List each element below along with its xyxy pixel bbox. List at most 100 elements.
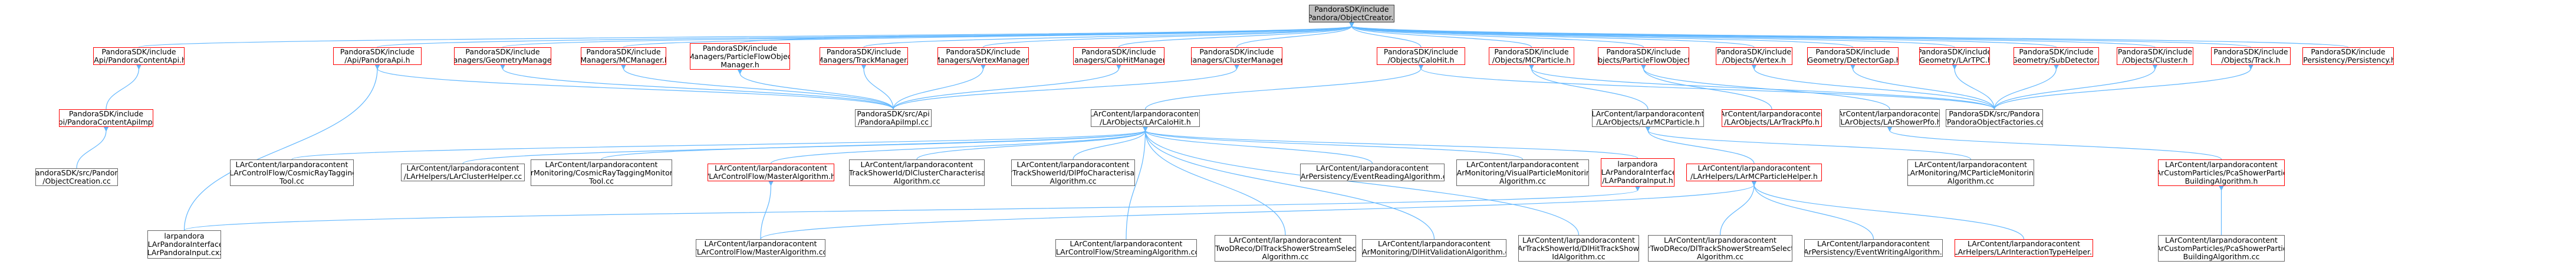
dependency-edge [1352, 26, 1422, 48]
file-node-pa[interactable]: PandoraSDK/include /Api/PandoraApi.h [333, 47, 422, 65]
file-node-label: LArContent/larpandoracontent /LArControl… [1055, 239, 1197, 256]
dependency-edge [1146, 131, 1524, 160]
file-node-ltpfo[interactable]: LArContent/larpandoracontent /LArObjects… [1722, 109, 1822, 127]
file-node-cl[interactable]: PandoraSDK/include /Objects/Cluster.h [2117, 47, 2193, 65]
file-node-cppsh[interactable]: LArContent/larpandoracontent /LArCustomP… [2158, 159, 2285, 186]
file-node-pfm[interactable]: PandoraSDK/include /Managers/ParticleFlo… [690, 43, 790, 70]
file-node-cm[interactable]: PandoraSDK/include /Managers/ClusterMana… [1191, 47, 1282, 65]
file-node-label: PandoraSDK/include /Managers/GeometryMan… [455, 47, 551, 64]
file-node-tsdts[interactable]: LArContent/larpandoracontent /LArTrackSh… [1518, 235, 1639, 262]
file-node-lch[interactable]: LArContent/larpandoracontent /LArObjects… [1091, 109, 1200, 127]
file-node-label: PandoraSDK/include /Api/PandoraContentAp… [60, 109, 153, 126]
file-node-label: PandoraSDK/src/Pandora /PandoraObjectFac… [1946, 109, 2043, 126]
file-node-per[interactable]: PandoraSDK/include /Persistency/Persiste… [2302, 47, 2394, 65]
file-node-pfo[interactable]: PandoraSDK/include /Objects/ParticleFlow… [1598, 47, 1689, 65]
file-node-label: PandoraSDK/include /Objects/Track.h [2213, 47, 2288, 64]
dependency-edges [76, 26, 2349, 240]
file-node-mvpm[interactable]: LArContent/larpandoracontent /LArMonitor… [1456, 159, 1589, 186]
dependency-edge [916, 131, 1146, 160]
file-node-occ[interactable]: PandoraSDK/src/Pandora /ObjectCreation.c… [35, 168, 118, 186]
file-node-label: LArContent/larpandoracontent /LArObjects… [1592, 109, 1704, 126]
file-node-lpicxx[interactable]: larpandora /LArPandoraInterface /LArPand… [147, 230, 221, 259]
file-node-lclh[interactable]: LArContent/larpandoracontent /LArHelpers… [401, 164, 525, 181]
file-node-label: PandoraSDK/include /Objects/Vertex.h [1716, 47, 1792, 64]
dependency-edge [1853, 68, 1995, 110]
dependency-edge [1118, 26, 1352, 48]
dependency-edge [1146, 131, 1435, 240]
file-node-cfcrt[interactable]: LArContent/larpandoracontent /LArControl… [230, 159, 354, 186]
file-node-root[interactable]: PandoraSDK/include /Pandora/ObjectCreato… [1309, 5, 1394, 22]
file-node-tpc[interactable]: PandoraSDK/include /Geometry/LArTPC.h [1919, 47, 1990, 65]
file-node-label: LArContent/larpandoracontent /LArHelpers… [1955, 239, 2093, 256]
file-node-lmcph[interactable]: LArContent/larpandoracontent /LArHelpers… [1686, 164, 1822, 181]
dependency-edge [138, 26, 1352, 48]
file-node-label: LArContent/larpandoracontent /LArMonitor… [1907, 159, 2034, 185]
dependency-edge [623, 26, 1352, 48]
file-node-lmcp[interactable]: LArContent/larpandoracontent /LArObjects… [1592, 109, 1704, 127]
file-node-ltdss[interactable]: LArContent/larpandoracontent /LArTwoDRec… [1215, 235, 1356, 262]
dependency-edge [1532, 68, 1649, 110]
file-node-label: LArContent/larpandoracontent /LArMonitor… [1362, 239, 1506, 256]
file-node-perra[interactable]: LArContent/larpandoracontent /LArPersist… [1300, 164, 1445, 181]
file-node-ltdss2[interactable]: LArContent/larpandoracontent /LArTwoDRec… [1648, 235, 1792, 262]
file-node-label: LArContent/larpandoracontent /LArTwoDRec… [1215, 235, 1356, 261]
file-node-lith[interactable]: LArContent/larpandoracontent /LArHelpers… [1955, 239, 2093, 257]
dependency-edge [893, 68, 1237, 110]
file-node-pofc[interactable]: PandoraSDK/src/Pandora /PandoraObjectFac… [1946, 109, 2043, 127]
file-node-label: LArContent/larpandoracontent /LArCustomP… [2159, 235, 2284, 261]
file-node-label: LArContent/larpandoracontent /LArMonitor… [1456, 159, 1589, 185]
file-node-cfsa[interactable]: LArContent/larpandoracontent /LArControl… [1055, 239, 1197, 257]
dependency-edge [1754, 68, 1995, 110]
file-node-ch[interactable]: PandoraSDK/include /Objects/CaloHit.h [1377, 47, 1465, 65]
dependency-edge [1146, 131, 1373, 164]
file-node-vm[interactable]: PandoraSDK/include /Managers/VertexManag… [937, 47, 1029, 65]
dependency-edge [863, 26, 1352, 48]
dependency-edge [1146, 131, 1580, 236]
dependency-edge [1236, 26, 1352, 48]
file-node-tm[interactable]: PandoraSDK/include /Managers/TrackManage… [820, 47, 908, 65]
file-node-lpih[interactable]: larpandora /LArPandoraInterface /LArPand… [1601, 158, 1674, 187]
dependency-edge [1352, 26, 1532, 48]
file-node-pchi[interactable]: PandoraSDK/include /Api/PandoraContentAp… [59, 109, 153, 127]
file-node-mmcpm[interactable]: LArContent/larpandoracontent /LArMonitor… [1907, 159, 2034, 186]
file-node-mcp[interactable]: PandoraSDK/include /Objects/MCParticle.h [1489, 47, 1574, 65]
dependency-edge [1993, 68, 2251, 110]
dependency-edge [291, 131, 1146, 160]
dependency-edge [893, 68, 1119, 110]
file-node-cfmacc[interactable]: LArContent/larpandoracontent /LArControl… [696, 239, 825, 257]
file-node-label: LArContent/larpandoracontent /LArControl… [696, 239, 825, 256]
dependency-edge [1352, 26, 1755, 48]
file-node-gdg[interactable]: PandoraSDK/include /Geometry/DetectorGap… [1807, 47, 1899, 65]
file-node-pch[interactable]: PandoraSDK/include /Api/PandoraContentAp… [93, 47, 185, 65]
file-node-lspfo[interactable]: LArContent/larpandoracontent /LArObjects… [1840, 109, 1940, 127]
file-node-pewa[interactable]: LArContent/larpandoracontent /LArPersist… [1804, 239, 1943, 257]
file-node-label: LArContent/larpandoracontent /LArMonitor… [531, 159, 672, 185]
dependency-edge [503, 68, 894, 110]
file-node-tr[interactable]: PandoraSDK/include /Objects/Track.h [2211, 47, 2291, 65]
file-node-label: LArContent/larpandoracontent /LArControl… [230, 159, 354, 185]
file-node-label: larpandora /LArPandoraInterface /LArPand… [147, 231, 221, 257]
file-node-gm[interactable]: PandoraSDK/include /Managers/GeometryMan… [454, 47, 551, 65]
file-node-label: PandoraSDK/include /Api/PandoraApi.h [340, 47, 415, 64]
file-node-sub[interactable]: PandoraSDK/include /Geometry/SubDetector… [2014, 47, 2099, 65]
file-node-vx[interactable]: PandoraSDK/include /Objects/Vertex.h [1716, 47, 1792, 65]
dependency-edge [1146, 131, 1639, 159]
file-node-cppsc[interactable]: LArContent/larpandoracontent /LArCustomP… [2158, 235, 2285, 262]
dependency-edge [864, 68, 894, 110]
file-node-mcrtm[interactable]: LArContent/larpandoracontent /LArMonitor… [531, 159, 672, 186]
dependency-edge [76, 131, 106, 169]
file-node-label: LArContent/larpandoracontent /LArPersist… [1300, 164, 1445, 181]
file-node-tsdcc[interactable]: LArContent/larpandoracontent /LArTrackSh… [849, 159, 985, 186]
file-node-tsdpc[interactable]: LArContent/larpandoracontent /LArTrackSh… [1011, 159, 1135, 186]
file-node-label: PandoraSDK/include /Managers/MCManager.h [581, 47, 666, 64]
file-node-mdva[interactable]: LArContent/larpandoracontent /LArMonitor… [1362, 239, 1506, 257]
file-node-label: PandoraSDK/include /Managers/VertexManag… [938, 47, 1028, 64]
file-node-chm[interactable]: PandoraSDK/include /Managers/CaloHitMana… [1073, 47, 1164, 65]
file-node-mcm[interactable]: PandoraSDK/include /Managers/MCManager.h [581, 47, 666, 65]
file-node-cfmah[interactable]: LArContent/larpandoracontent /LArControl… [708, 164, 834, 181]
dependency-edge [1754, 185, 2025, 240]
file-node-label: LArContent/larpandoracontent /LArPersist… [1804, 239, 1943, 256]
file-node-label: LArContent/larpandoracontent /LArTrackSh… [849, 159, 984, 185]
file-node-paimpl[interactable]: PandoraSDK/src/Api /PandoraApiImpl.cc [855, 109, 932, 127]
